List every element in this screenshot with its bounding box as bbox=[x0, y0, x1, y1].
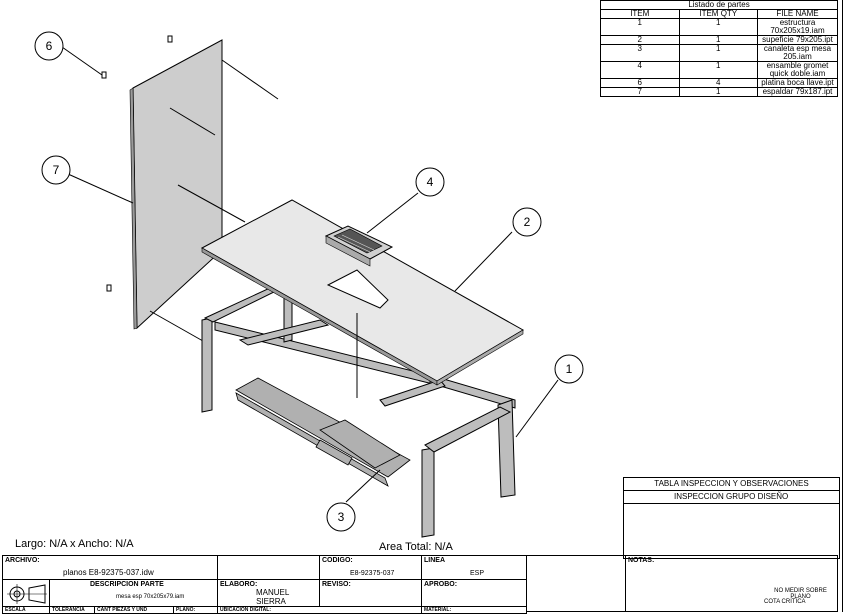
area-total-text: Area Total: N/A bbox=[379, 541, 453, 553]
aprobo-cell: APROBO: bbox=[421, 579, 527, 607]
title-block: ARCHIVO: planos E8-92375-037.idw CODIGO:… bbox=[2, 555, 838, 614]
material-cell: MATERIAL: bbox=[421, 606, 527, 614]
ubicacion-cell: UBICACION DIGITAL: bbox=[217, 606, 422, 614]
parts-list-table: Listado de partes ITEM ITEM QTY FILE NAM… bbox=[600, 0, 838, 97]
blank-cell-2 bbox=[526, 555, 626, 612]
table-row: 7 1 espaldar 79x187.ipt bbox=[600, 87, 838, 97]
largo-ancho-text: Largo: N/A x Ancho: N/A bbox=[15, 538, 134, 550]
projection-symbol-cell bbox=[2, 579, 50, 607]
balloon-7: 7 bbox=[53, 163, 60, 177]
linea-cell: LINEA ESP bbox=[421, 555, 527, 580]
elaboro-cell: ELABORO: MANUEL SIERRA bbox=[217, 579, 320, 607]
descripcion-cell: DESCRIPCION PARTE mesa esp 70x205x79.iam bbox=[49, 579, 218, 607]
back-panel bbox=[132, 39, 223, 330]
inspection-title: TABLA INSPECCION Y OBSERVACIONES bbox=[624, 478, 839, 491]
balloon-4: 4 bbox=[427, 175, 434, 189]
balloon-1: 1 bbox=[566, 362, 573, 376]
table-row: 3 1 canaleta esp mesa 205.iam bbox=[600, 44, 838, 62]
balloon-2: 2 bbox=[524, 215, 531, 229]
archivo-cell: ARCHIVO: planos E8-92375-037.idw bbox=[2, 555, 218, 580]
tolerancia-cell: TOLERANCIA bbox=[49, 606, 95, 614]
plano-cell: PLANO: bbox=[173, 606, 218, 614]
cant-cell: CANT PIEZAS Y UND bbox=[94, 606, 174, 614]
inspection-table: TABLA INSPECCION Y OBSERVACIONES INSPECC… bbox=[623, 477, 840, 559]
sheet-border bbox=[842, 0, 843, 612]
escala-cell: ESCALA bbox=[2, 606, 50, 614]
reviso-cell: REVISO: bbox=[319, 579, 422, 607]
blank-cell bbox=[217, 555, 320, 580]
assembly-drawing: 6 7 4 2 1 3 bbox=[34, 31, 584, 538]
inspection-subtitle: INSPECCION GRUPO DISEÑO bbox=[624, 491, 839, 504]
codigo-cell: CODIGO: E8-92375-037 bbox=[319, 555, 422, 580]
projection-symbol-icon bbox=[7, 584, 47, 604]
notas-cell: NOTAS: NO MEDIR SOBRE PLANO COTA CRITICA bbox=[625, 555, 838, 612]
balloon-6: 6 bbox=[46, 39, 53, 53]
table-row: 1 1 estructura 70x205x19.iam bbox=[600, 18, 838, 36]
table-row: 4 1 ensamble gromet quick doble.iam bbox=[600, 61, 838, 79]
balloon-3: 3 bbox=[338, 510, 345, 524]
